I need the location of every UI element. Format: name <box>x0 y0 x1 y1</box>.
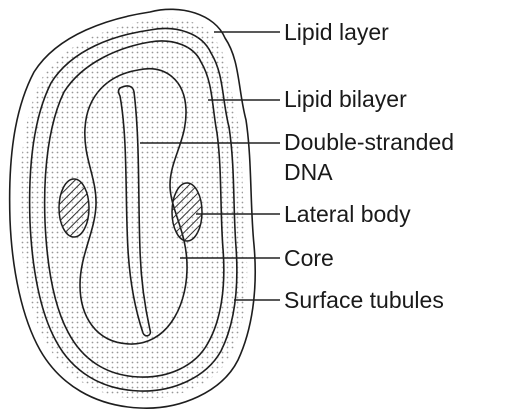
label-lipid-layer: Lipid layer <box>284 19 389 45</box>
label-double-stranded-line1: Double-stranded <box>284 129 454 155</box>
lateral-body-right <box>172 183 202 241</box>
label-lateral-body: Lateral body <box>284 201 411 227</box>
label-core: Core <box>284 245 334 271</box>
label-surface-tubules: Surface tubules <box>284 287 444 313</box>
surface-tubules-band <box>20 18 248 399</box>
label-lipid-bilayer: Lipid bilayer <box>284 86 407 112</box>
lateral-body-left <box>59 179 89 237</box>
label-double-stranded-line2: DNA <box>284 159 333 185</box>
